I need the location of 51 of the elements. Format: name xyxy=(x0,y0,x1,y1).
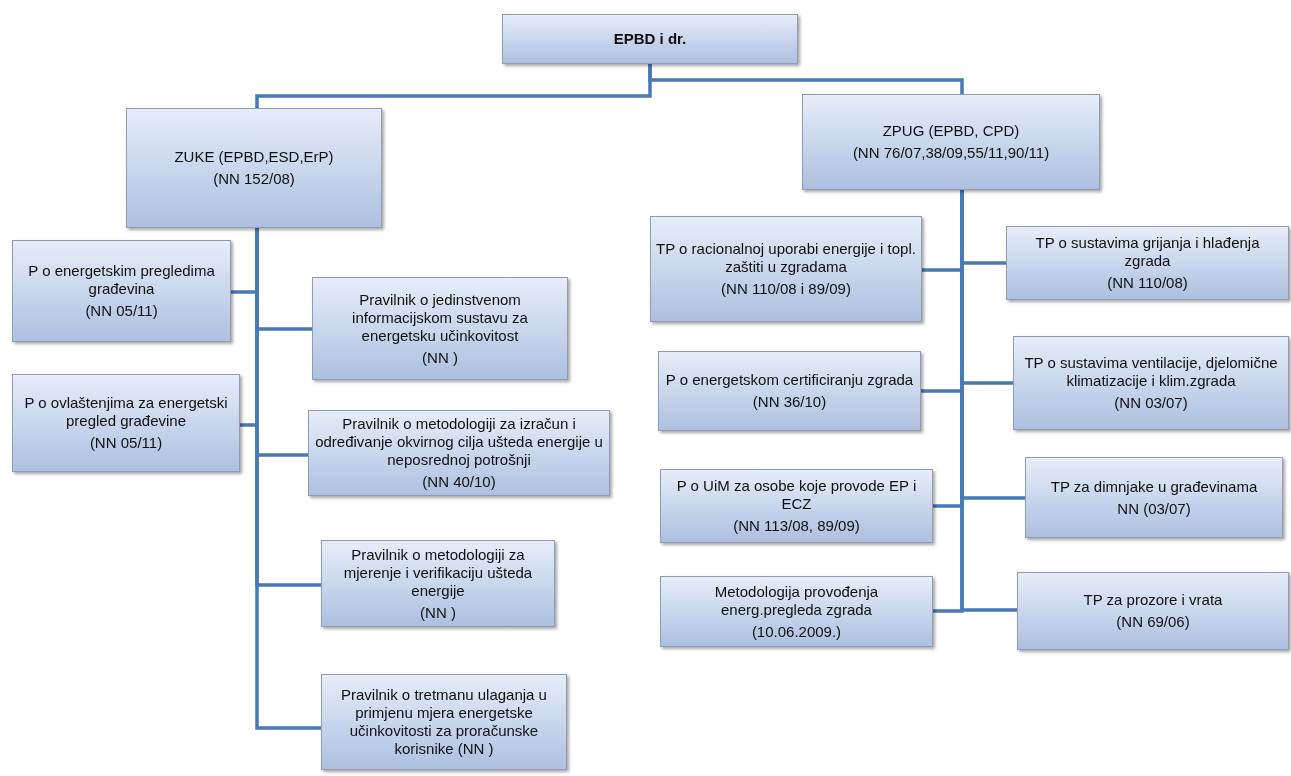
node-reference: (NN 110/08 i 89/09) xyxy=(721,280,851,298)
node-title: P o ovlaštenjima za energetski pregled građevine xyxy=(23,394,229,430)
process-box xyxy=(660,576,933,647)
process-box xyxy=(1013,336,1289,430)
connector-line xyxy=(648,64,964,94)
process-box xyxy=(12,240,231,342)
node-reference: (NN 113/08, 89/09) xyxy=(733,517,860,535)
node-reference: (NN 03/07) xyxy=(1114,394,1188,412)
process-box xyxy=(1006,226,1289,300)
process-box xyxy=(660,469,933,543)
node-title: ZUKE (EPBD,ESD,ErP) xyxy=(174,148,334,166)
process-box xyxy=(308,410,610,496)
node-title: P o energetskim pregledima građevina xyxy=(27,262,216,298)
node-title: TP o sustavima grijanja i hlađenja zgrada xyxy=(1034,234,1261,270)
node-reference: (NN 05/11) xyxy=(85,302,158,320)
node-title: P o energetskom certificiranju zgrada xyxy=(665,371,914,389)
node-title: Pravilnik o metodologiji za mjerenje i verifikaciju ušteda energije xyxy=(342,545,534,600)
process-box xyxy=(312,277,568,380)
process-box xyxy=(502,14,798,64)
process-box xyxy=(1017,572,1289,650)
node-title: Pravilnik o jedinstvenom informacijskom sustavu za energetsku učinkovitost xyxy=(351,290,529,345)
node-reference: (NN ) xyxy=(420,603,456,622)
process-box xyxy=(12,374,240,472)
node-reference: (NN 76/07,38/09,55/11,90/11) xyxy=(852,144,1050,162)
node-reference: (NN ) xyxy=(422,348,458,367)
process-box xyxy=(802,94,1100,190)
node-title: TP za dimnjake u građevinama xyxy=(1050,477,1258,496)
process-box xyxy=(321,540,555,627)
node-reference: (NN 36/10) xyxy=(752,393,827,411)
node-title: TP o sustavima ventilacije, djelomične klimatizacije i klim.zgrada xyxy=(1023,354,1279,390)
node-reference: (NN 110/08) xyxy=(1107,274,1188,292)
node-reference: NN (03/07) xyxy=(1117,499,1191,518)
process-box xyxy=(321,674,567,770)
node-reference: (NN 69/06) xyxy=(1116,613,1190,631)
node-title: Pravilnik o tretmanu ulaganja u primjenu mjera energetske učinkovitosti za proračunske korisnike (NN ) xyxy=(340,686,548,758)
process-box xyxy=(1025,457,1283,538)
process-box xyxy=(650,216,922,322)
node-reference: (NN 152/08) xyxy=(213,170,295,188)
node-title: ZPUG (EPBD, CPD) xyxy=(882,122,1020,140)
node-title: TP o racionalnoj uporabi energije i topl. zaštiti u zgradama xyxy=(655,240,917,276)
node-title: TP za prozore i vrata xyxy=(1083,591,1223,609)
node-reference: (NN 40/10) xyxy=(422,473,496,491)
connector-line xyxy=(960,190,1017,612)
process-box xyxy=(658,351,921,431)
node-title: Pravilnik o metodologiji za izračun i određivanje okvirnog cilja ušteda energije u neposrednoj potrošnji xyxy=(314,415,604,469)
process-box xyxy=(126,108,382,228)
node-reference: (NN 05/11) xyxy=(89,434,163,452)
node-title: Metodologija provođenja energ.pregleda zgrada xyxy=(713,582,880,619)
node-title: P o UiM za osobe koje provode EP i ECZ xyxy=(675,477,918,513)
node-title: EPBD i dr. xyxy=(613,30,687,48)
node-reference: (10.06.2009.) xyxy=(751,622,842,641)
